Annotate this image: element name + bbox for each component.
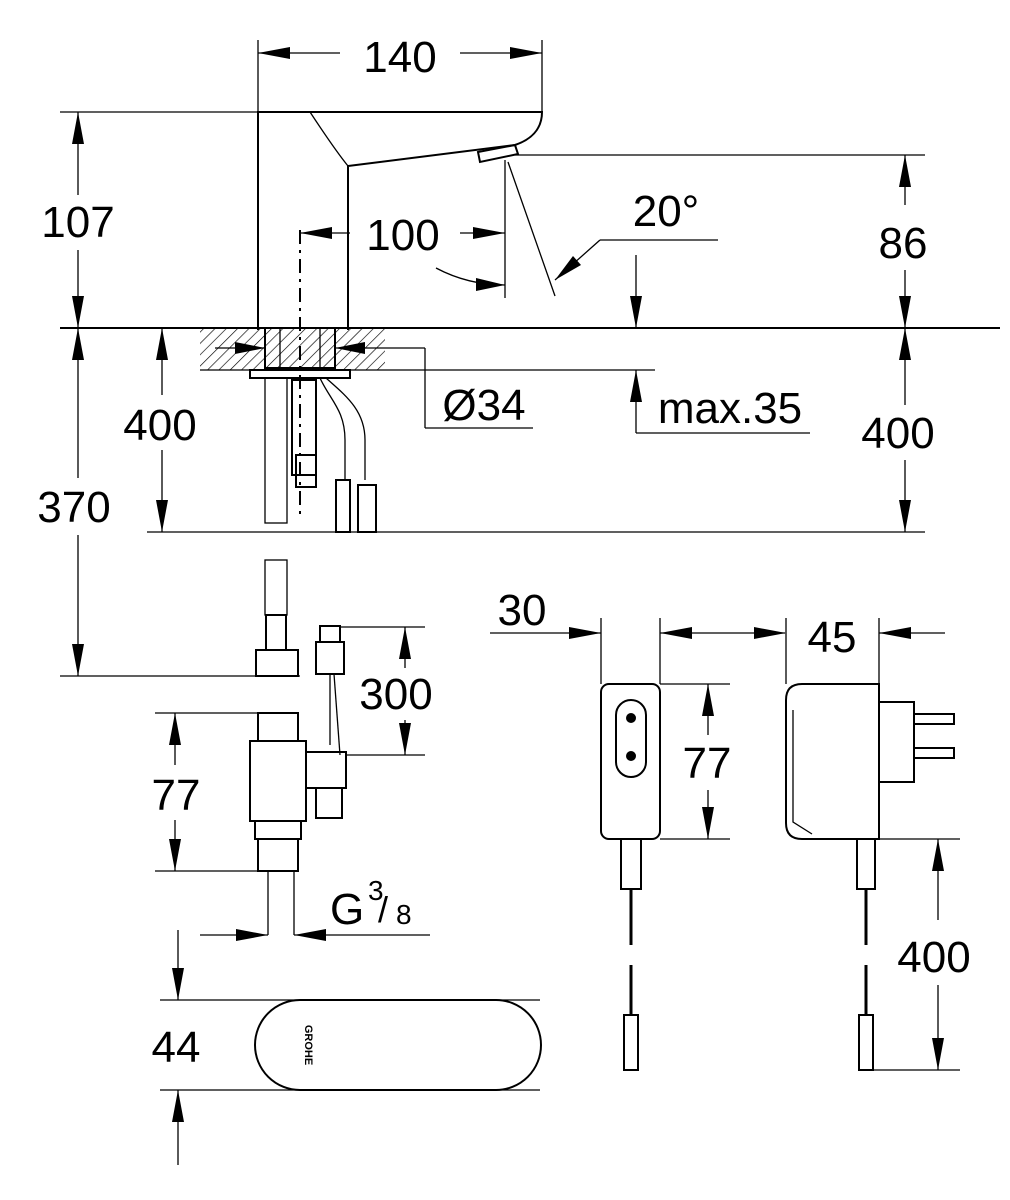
dim-below-deck-right-label: 400 [861,409,934,458]
dimension-spray-angle: 20° [435,161,718,297]
dimension-faucet-width: 140 [257,33,543,112]
dim-valve-height-label: 77 [152,771,201,820]
dimension-deck-thickness: max.35 [385,369,810,434]
power-adapter-front-view [600,683,661,1071]
dimension-spout-reach: 100 [300,160,506,298]
dimension-base-depth: 44 [152,930,540,1165]
svg-text:/: / [378,889,388,930]
dim-spray-angle-label: 20° [633,187,700,236]
faucet-side-view [60,111,1000,533]
dim-hose-length-label: 370 [37,483,110,532]
dim-bore-diameter-label: Ø34 [442,381,525,430]
dim-thread-letter: G [330,885,364,934]
dimension-outlet-height: 86 [515,154,928,328]
dim-adapter-cable-length-label: 400 [897,933,970,982]
dim-adapter-height-label: 77 [683,739,732,788]
dimension-adapter-depth: 45 [754,613,945,684]
dim-deck-thickness-label: max.35 [658,384,802,433]
dim-faucet-height-label: 107 [41,198,114,247]
dimension-faucet-height: 107 [41,111,258,328]
dim-below-deck-left-label: 400 [123,401,196,450]
power-adapter-side-view [785,683,955,1071]
solenoid-valve [249,712,347,935]
dim-base-depth-label: 44 [152,1023,201,1072]
dimension-cable-length: 300 [340,626,433,756]
dimension-below-deck-left: 400 [123,328,925,533]
dimension-thread-size: G 3 / 8 [200,875,430,941]
hose-end [255,559,299,677]
dimension-adapter-cable-length: 400 [870,838,971,1071]
dim-adapter-depth-label: 45 [808,613,857,662]
dim-cable-length-label: 300 [359,670,432,719]
dim-adapter-width-label: 30 [498,586,547,635]
dimension-adapter-width: 30 [490,586,785,684]
dim-outlet-height-label: 86 [879,219,928,268]
dim-thread-numerator: 3 [368,875,384,906]
dimension-hose-length: 370 [37,328,300,677]
faucet-base-top-view: GROHE [254,999,542,1091]
dimension-below-deck-right: 400 [861,328,935,532]
base-logo: GROHE [302,1025,314,1065]
dim-thread-denominator: 8 [396,899,412,930]
dimension-adapter-height: 77 [660,683,732,840]
dimension-valve-height: 77 [152,712,258,872]
dim-faucet-width-label: 140 [363,33,436,82]
sensor-cable-connector [315,625,345,756]
dim-spout-reach-label: 100 [366,211,439,260]
dimension-bore-diameter: Ø34 [215,342,533,430]
